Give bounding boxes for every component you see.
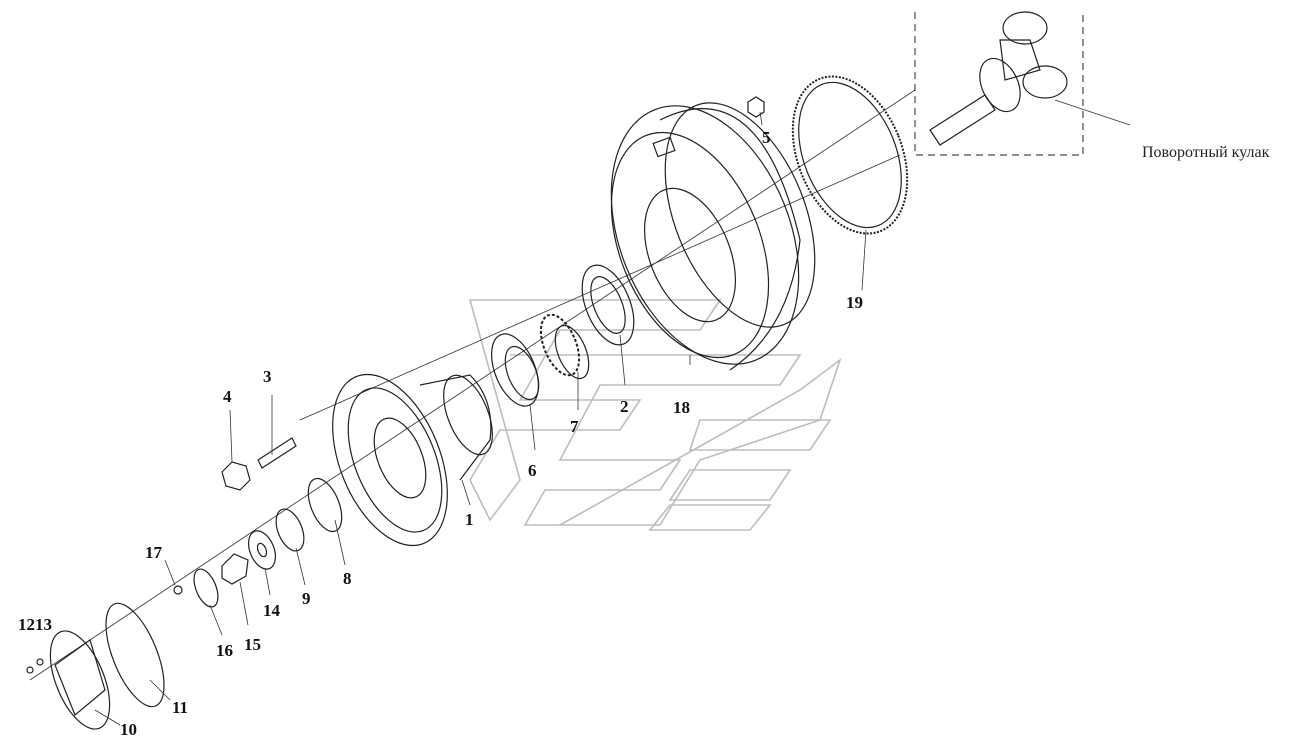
knuckle-caption: Поворотный кулак xyxy=(1142,144,1270,161)
callout-8: 8 xyxy=(343,569,352,588)
callout-4: 4 xyxy=(223,387,232,406)
ring-8 xyxy=(307,477,343,533)
steering-knuckle xyxy=(914,11,1131,156)
wheel-stud-3 xyxy=(257,437,297,469)
callout-9: 9 xyxy=(302,589,311,608)
nut-15 xyxy=(221,553,249,585)
callout-6: 6 xyxy=(528,461,537,480)
callout-7: 7 xyxy=(570,417,579,436)
nut-5 xyxy=(747,96,765,118)
axis-upper xyxy=(299,154,901,421)
screw-17 xyxy=(173,585,183,595)
callout-3: 3 xyxy=(263,367,272,386)
watermark-logo xyxy=(468,299,842,531)
wheel-nut-4 xyxy=(221,461,251,491)
washer-14 xyxy=(247,530,277,570)
bearing-9 xyxy=(275,508,305,552)
callout-14: 14 xyxy=(263,601,281,620)
seal-2 xyxy=(581,264,635,346)
callout-2: 2 xyxy=(620,397,629,416)
callout-15: 15 xyxy=(244,635,261,654)
callout-16: 16 xyxy=(216,641,233,660)
callout-17: 17 xyxy=(145,543,163,562)
bolts-12-13 xyxy=(26,658,44,674)
tone-ring xyxy=(791,75,909,235)
wheel-hub xyxy=(332,373,493,547)
callout-11: 11 xyxy=(172,698,188,717)
callout-1: 1 xyxy=(465,510,474,529)
race-6 xyxy=(491,333,540,407)
callout-5: 5 xyxy=(762,128,771,147)
bearing-7 xyxy=(539,313,590,380)
brake-drum xyxy=(610,102,816,371)
hub-cap-10 xyxy=(49,630,111,730)
lock-washer-16 xyxy=(193,568,219,608)
callout-19: 19 xyxy=(846,293,863,312)
leader-lines xyxy=(94,111,867,726)
callout-18: 18 xyxy=(673,398,690,417)
callout-10: 10 xyxy=(120,720,137,739)
gasket-11 xyxy=(105,602,165,708)
callout-1213: 1213 xyxy=(18,615,52,634)
